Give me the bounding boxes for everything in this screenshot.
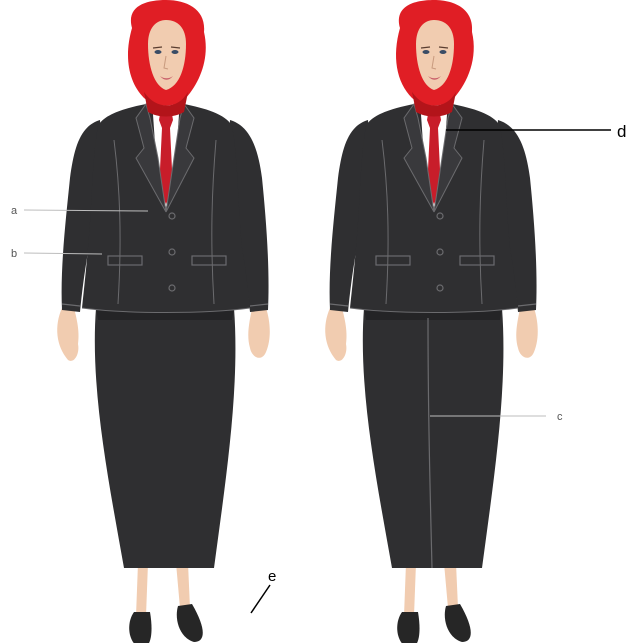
label-c: c [557, 411, 563, 423]
label-e: e [268, 568, 276, 585]
label-a: a [11, 205, 18, 217]
label-b: b [11, 248, 17, 260]
left-figure [57, 0, 270, 643]
label-d: d [617, 122, 626, 141]
leader-line-e [251, 585, 270, 613]
right-figure [325, 0, 538, 643]
